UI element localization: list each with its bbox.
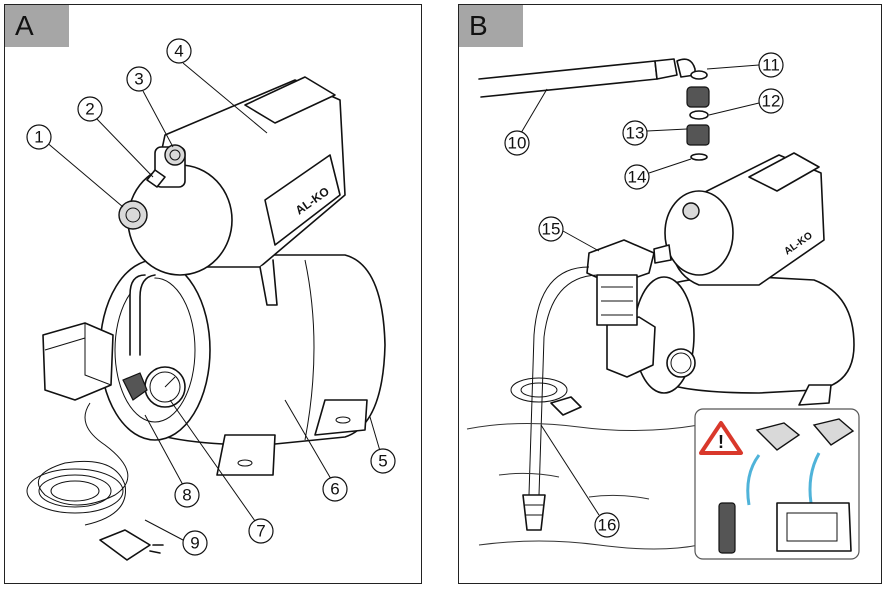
delivery-pipe xyxy=(478,58,696,98)
svg-text:6: 6 xyxy=(330,480,339,499)
manometer xyxy=(122,366,186,408)
callout-10: 10 xyxy=(504,88,548,156)
callout-1: 1 xyxy=(26,124,124,208)
callout-9: 9 xyxy=(144,519,208,556)
tank-feet xyxy=(216,399,368,476)
callout-5: 5 xyxy=(369,416,396,474)
svg-text:4: 4 xyxy=(174,42,183,61)
svg-text:8: 8 xyxy=(182,486,191,505)
svg-text:1: 1 xyxy=(34,128,43,147)
svg-text:2: 2 xyxy=(85,100,94,119)
pump-unit: AL-KO xyxy=(606,152,855,406)
svg-text:16: 16 xyxy=(598,516,617,535)
pre-filter xyxy=(586,239,672,326)
warning-triangle-icon xyxy=(699,421,743,455)
pressure-switch xyxy=(42,322,114,401)
svg-text:10: 10 xyxy=(508,134,527,153)
pump-housing xyxy=(118,144,233,276)
panel-a: A AL-KO xyxy=(4,4,422,584)
callout-2: 2 xyxy=(77,96,154,178)
callout-6: 6 xyxy=(284,399,348,502)
callout-14: 14 xyxy=(624,158,692,190)
svg-text:14: 14 xyxy=(628,168,647,187)
installation-drawing: AL-KO xyxy=(466,52,860,560)
svg-text:3: 3 xyxy=(134,70,143,89)
svg-text:5: 5 xyxy=(378,452,387,471)
fittings xyxy=(686,70,710,161)
svg-text:12: 12 xyxy=(762,92,781,111)
callout-7: 7 xyxy=(169,399,274,544)
svg-text:7: 7 xyxy=(256,522,265,541)
inset-detail: ! xyxy=(694,408,860,560)
callout-8: 8 xyxy=(144,414,200,508)
callout-15: 15 xyxy=(538,216,600,252)
svg-text:15: 15 xyxy=(542,220,561,239)
svg-text:11: 11 xyxy=(762,56,780,75)
callout-3: 3 xyxy=(126,66,174,148)
callout-13: 13 xyxy=(622,120,688,146)
suction-hose xyxy=(522,266,598,531)
panel-b-label: B xyxy=(459,5,523,47)
callout-4: 4 xyxy=(166,38,268,134)
pump-overview-drawing: AL-KO xyxy=(26,38,396,561)
callout-12: 12 xyxy=(708,88,784,116)
svg-text:13: 13 xyxy=(626,124,645,143)
callout-11: 11 xyxy=(706,52,784,78)
panel-a-label: A xyxy=(5,5,69,47)
power-cable-b xyxy=(510,377,582,416)
callout-16: 16 xyxy=(540,424,620,538)
water-surface xyxy=(466,420,820,550)
panel-b: B AL-KO xyxy=(458,4,882,584)
svg-text:9: 9 xyxy=(190,534,199,553)
warning-symbol: ! xyxy=(718,432,724,452)
power-cable xyxy=(26,402,164,561)
